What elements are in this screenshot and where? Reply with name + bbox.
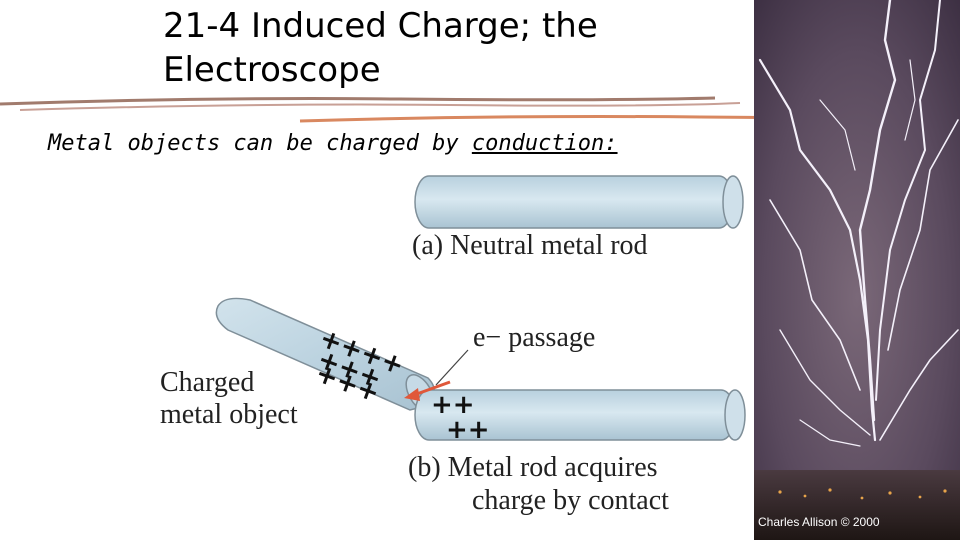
label-e-passage: e− passage [473,322,596,353]
label-charged-object: Charged metal object [160,367,298,431]
photo-caption: Charles Allison © 2000 [758,515,880,529]
label-charged-line-1: Charged [160,367,255,398]
title-rule-line-1 [0,96,716,106]
e-passage-leader [435,349,469,386]
slide-subtitle: Metal objects can be charged by conducti… [48,131,618,156]
label-charged-line-2: metal object [160,399,298,430]
label-b-line-2: charge by contact [472,485,669,516]
label-rod-acquires: (b) Metal rod acquires charge by contact [408,451,669,517]
neutral-rod [414,175,744,229]
electron-passage-arrow [404,380,451,401]
lightning-photo [754,0,960,540]
label-neutral-rod: (a) Neutral metal rod [412,230,648,261]
title-line-2: Electroscope [163,50,381,90]
rod-charges-row-2: ++ [446,415,490,445]
metal-rod-b [414,389,746,441]
slide-title: 21-4 Induced Charge; the Electroscope [163,4,598,92]
title-rule-line-2 [19,102,741,111]
subtitle-underlined-term: conduction: [471,131,618,156]
rod-charges-row-1: ++ [431,390,475,420]
subtitle-text: Metal objects can be charged by [48,131,472,156]
label-b-line-1: (b) Metal rod acquires [408,452,658,483]
title-line-1: 21-4 Induced Charge; the [163,6,598,46]
